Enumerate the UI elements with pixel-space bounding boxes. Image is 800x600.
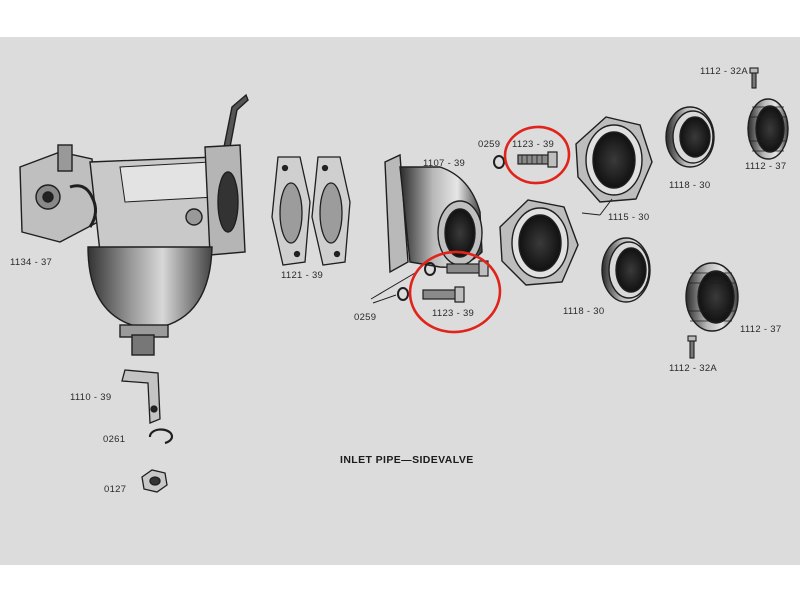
washer-top-illustration (493, 155, 505, 169)
part-label-1115-30: 1115 - 30 (608, 212, 650, 223)
bracket-illustration (121, 369, 161, 424)
part-label-1118-30-top: 1118 - 30 (669, 180, 711, 191)
part-label-1112-37-bottom: 1112 - 37 (740, 324, 782, 335)
pointer-arrow (372, 294, 397, 304)
parts-diagram-sheet: 1134 - 37 1121 - 39 1107 - 39 0259 1123 … (0, 37, 800, 565)
washer-bottom-b-illustration (397, 287, 409, 301)
inlet-pipe-illustration (384, 153, 483, 274)
part-label-0127: 0127 (104, 484, 127, 495)
union-bottom-illustration (685, 262, 739, 332)
part-label-1112-32a-top: 1112 - 32A (700, 66, 749, 77)
part-label-0259-bottom: 0259 (354, 312, 377, 323)
part-label-1110-39: 1110 - 39 (70, 392, 112, 403)
carburettor-illustration (19, 93, 249, 356)
ring-bottom-illustration (601, 237, 651, 303)
gasket-right-illustration (311, 156, 351, 266)
pointer-arrow (370, 272, 416, 300)
highlight-circle-top (503, 125, 571, 185)
hex-nut-bottom-illustration (499, 199, 579, 286)
part-label-1134-37: 1134 - 37 (10, 257, 53, 268)
highlight-circle-bottom (408, 250, 502, 334)
pointer-arrow (581, 198, 613, 216)
gasket-left-illustration (271, 156, 311, 266)
circlip-illustration (148, 428, 174, 445)
part-label-1123-39-top: 1123 - 39 (512, 139, 555, 150)
exploded-parts-illustration (19, 67, 789, 493)
nut-illustration (141, 469, 168, 493)
diagram-caption: INLET PIPE—SIDEVALVE (340, 454, 474, 466)
washer-bottom-a-illustration (424, 262, 436, 276)
union-top-illustration (747, 98, 789, 160)
part-label-1107-39: 1107 - 39 (423, 158, 466, 169)
part-label-1112-37-top: 1112 - 37 (745, 161, 787, 172)
bolt-top-illustration (517, 151, 558, 168)
bolt-bottom-b-illustration (422, 286, 465, 303)
screw-bottom-illustration (687, 335, 697, 359)
part-label-1123-39-bottom: 1123 - 39 (432, 308, 475, 319)
part-label-0261: 0261 (103, 434, 126, 445)
part-label-1121-39: 1121 - 39 (281, 270, 324, 281)
hex-nut-top-illustration (575, 116, 653, 203)
screw-top-illustration (749, 67, 759, 89)
part-label-0259-top: 0259 (478, 139, 501, 150)
ring-top-illustration (665, 106, 715, 168)
part-label-1118-30-bottom: 1118 - 30 (563, 306, 605, 317)
part-label-1112-32a-bottom: 1112 - 32A (669, 363, 718, 374)
